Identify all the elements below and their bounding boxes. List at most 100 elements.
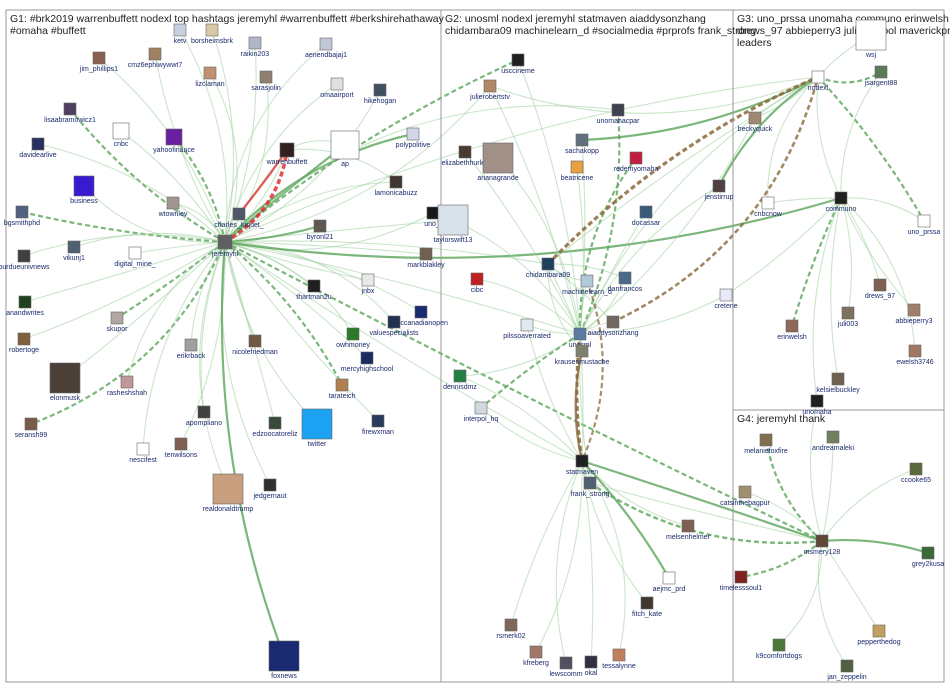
node-wsj[interactable]: wsj bbox=[855, 19, 887, 59]
node-sarasjolin[interactable]: sarasjolin bbox=[251, 70, 281, 92]
node-hikehogan[interactable]: hikehogan bbox=[364, 83, 396, 105]
node-fitch-kate[interactable]: fitch_kate bbox=[632, 596, 662, 618]
node-k9comfortdogs[interactable]: k9comfortdogs bbox=[756, 638, 802, 660]
node-lizclaman[interactable]: lizclaman bbox=[195, 66, 225, 88]
node-lisaabramowicz1[interactable]: lisaabramowicz1 bbox=[44, 102, 96, 124]
node-foxnews[interactable]: foxnews bbox=[268, 640, 300, 680]
node-machinelearn-d[interactable]: machinelearn_d bbox=[562, 274, 612, 296]
node-msmery128[interactable]: msmery128 bbox=[804, 534, 841, 556]
node-realdonaldtrump[interactable]: realdonaldtrump bbox=[203, 473, 254, 513]
node-statmaven[interactable]: statmaven bbox=[566, 454, 598, 476]
node-pilssoaverrated[interactable]: pilssoaverrated bbox=[503, 318, 551, 340]
node-kelsielbuckley[interactable]: kelsielbuckley bbox=[816, 372, 860, 394]
node-uno-f[interactable]: uno_f bbox=[424, 206, 442, 228]
node-aejmc-prd[interactable]: aejmc_prd bbox=[653, 571, 686, 593]
node-krausesmustache[interactable]: krausesmustache bbox=[555, 344, 610, 366]
node-beckyquick[interactable]: beckyquick bbox=[738, 111, 773, 133]
node-nodexl[interactable]: nodexl bbox=[808, 70, 829, 92]
node-tessalynne[interactable]: tessalynne bbox=[602, 648, 636, 670]
node-catsinthebagpur[interactable]: catsinthebagpur bbox=[720, 485, 771, 507]
node-jedgernaut[interactable]: jedgernaut bbox=[252, 478, 287, 500]
node-davidearlive[interactable]: davidearlive bbox=[19, 137, 57, 159]
node-docassar[interactable]: docassar bbox=[632, 205, 661, 227]
node-jenstirrup[interactable]: jenstirrup bbox=[704, 179, 734, 201]
node-frank-strong[interactable]: frank_strong bbox=[571, 476, 610, 498]
node-uno-prssa[interactable]: uno_prssa bbox=[908, 214, 941, 236]
node-twitter[interactable]: twitter bbox=[301, 408, 333, 448]
node-tenwilsons[interactable]: tenwilsons bbox=[165, 437, 198, 459]
node-valuespecialists[interactable]: valuespecialists bbox=[369, 315, 419, 337]
node-sachakopp[interactable]: sachakopp bbox=[565, 133, 599, 155]
node-vikunj1[interactable]: vikunj1 bbox=[63, 240, 85, 262]
node-digital-mine-[interactable]: digital_mine_ bbox=[114, 246, 156, 268]
node-mercyhighschool[interactable]: mercyhighschool bbox=[341, 351, 394, 373]
node-ketv[interactable]: ketv bbox=[174, 23, 187, 45]
node-lamonicabuzz[interactable]: lamonicabuzz bbox=[375, 175, 418, 197]
node-rsmerk02[interactable]: rsmerk02 bbox=[496, 618, 526, 640]
node-cibc[interactable]: cibc bbox=[470, 272, 484, 294]
node-erikrback[interactable]: erikrback bbox=[177, 338, 206, 360]
node-yahoofinance[interactable]: yahoofinance bbox=[153, 128, 195, 154]
node-nicolefriedman[interactable]: nicolefriedman bbox=[232, 334, 278, 356]
node-firewxman[interactable]: firewxman bbox=[362, 414, 394, 436]
node-elonmusk[interactable]: elonmusk bbox=[49, 362, 80, 402]
node-drews-97[interactable]: drews_97 bbox=[865, 278, 895, 300]
node-arianagrande[interactable]: arianagrande bbox=[477, 142, 519, 182]
node-rbccanadianopen[interactable]: rbccanadianopen bbox=[394, 305, 448, 327]
node-unomaha[interactable]: unomaha bbox=[802, 394, 832, 416]
node-grey2kusa[interactable]: grey2kusa bbox=[912, 546, 944, 568]
node-andreamaleki[interactable]: andreamaleki bbox=[812, 430, 854, 452]
node-cretene[interactable]: cretene bbox=[714, 288, 738, 310]
node-unomahacpar[interactable]: unomahacpar bbox=[597, 103, 640, 125]
node-danfrancos[interactable]: danfrancos bbox=[608, 271, 643, 293]
node-melaniefoxfire[interactable]: melaniefoxfire bbox=[744, 433, 788, 455]
node-seransh99[interactable]: seransh99 bbox=[15, 417, 48, 439]
node-okal[interactable]: okal bbox=[585, 655, 598, 677]
node-dennisdmz[interactable]: dennisdmz bbox=[443, 369, 477, 391]
node-tarateich[interactable]: tarateich bbox=[329, 378, 356, 400]
node-lewscomm[interactable]: lewscomm bbox=[549, 656, 583, 678]
node-communo[interactable]: communo bbox=[826, 191, 857, 213]
node-charles-luquet-[interactable]: charles_luquet_ bbox=[214, 207, 264, 229]
node-byronl21[interactable]: byronl21 bbox=[307, 219, 334, 241]
node-aenendbajaj1[interactable]: aenendbajaj1 bbox=[305, 37, 347, 59]
node-rasheshshah[interactable]: rasheshshah bbox=[107, 375, 147, 397]
node-skupor[interactable]: skupor bbox=[106, 311, 128, 333]
node-aiaddysonzhang[interactable]: aiaddysonzhang bbox=[588, 315, 639, 337]
node-owhmoney[interactable]: owhmoney bbox=[336, 327, 370, 349]
node-business[interactable]: business bbox=[70, 175, 98, 205]
node-ewelsh3746[interactable]: ewelsh3746 bbox=[896, 344, 934, 366]
node-bgsmithphd[interactable]: bgsmithphd bbox=[4, 205, 40, 227]
node-erinwelsh[interactable]: erinwelsh bbox=[777, 319, 807, 341]
node-jnbx[interactable]: jnbx bbox=[361, 273, 375, 295]
node-anandwrites[interactable]: anandwrites bbox=[6, 295, 44, 317]
node-interpol-hq[interactable]: interpol_hq bbox=[464, 401, 499, 423]
node-polypolitive[interactable]: polypolitive bbox=[396, 127, 431, 149]
node-jeremyhl[interactable]: jeremyhl bbox=[211, 234, 239, 258]
node-robertoge[interactable]: robertoge bbox=[9, 332, 39, 354]
node-chidambara09[interactable]: chidambara09 bbox=[526, 257, 570, 279]
node-julierobertstv[interactable]: julierobertstv bbox=[469, 79, 510, 101]
node-ccooke65[interactable]: ccooke65 bbox=[901, 462, 931, 484]
node-cnbcnow[interactable]: cnbcnow bbox=[754, 196, 783, 218]
node-markblakley[interactable]: markblakley bbox=[407, 247, 445, 269]
node-apompliano[interactable]: apompliano bbox=[186, 405, 222, 427]
node-usccineme[interactable]: usccineme bbox=[501, 53, 535, 75]
node-edzoocatoreliz[interactable]: edzoocatoreliz bbox=[252, 416, 298, 438]
node-jan-zeppelin[interactable]: jan_zeppelin bbox=[826, 659, 867, 681]
node-omaairport[interactable]: omaairport bbox=[320, 77, 354, 99]
node-kfreberg[interactable]: kfreberg bbox=[523, 645, 549, 667]
node-thartman2u[interactable]: thartman2u bbox=[296, 279, 332, 301]
node-ap[interactable]: ap bbox=[330, 130, 360, 168]
node-nescifest[interactable]: nescifest bbox=[129, 442, 157, 464]
node-timelesssoul1[interactable]: timelesssoul1 bbox=[720, 570, 763, 592]
node-cmz6ephiwywwt7[interactable]: cmz6ephiwywwt7 bbox=[128, 47, 183, 69]
node-pepperthedog[interactable]: pepperthedog bbox=[857, 624, 901, 646]
node-cnbc[interactable]: cnbc bbox=[112, 122, 130, 148]
node-jsargent88[interactable]: jsargent88 bbox=[864, 65, 898, 87]
node-warrenbuffett[interactable]: warrenbuffett bbox=[266, 142, 308, 166]
node-taylorswift13[interactable]: taylorswift13 bbox=[434, 204, 473, 244]
node-redemyomaha[interactable]: redemyomaha bbox=[614, 151, 659, 173]
node-jim-phillips1[interactable]: jim_phillips1 bbox=[79, 51, 118, 73]
node-wtownley[interactable]: wtownley bbox=[158, 196, 188, 218]
